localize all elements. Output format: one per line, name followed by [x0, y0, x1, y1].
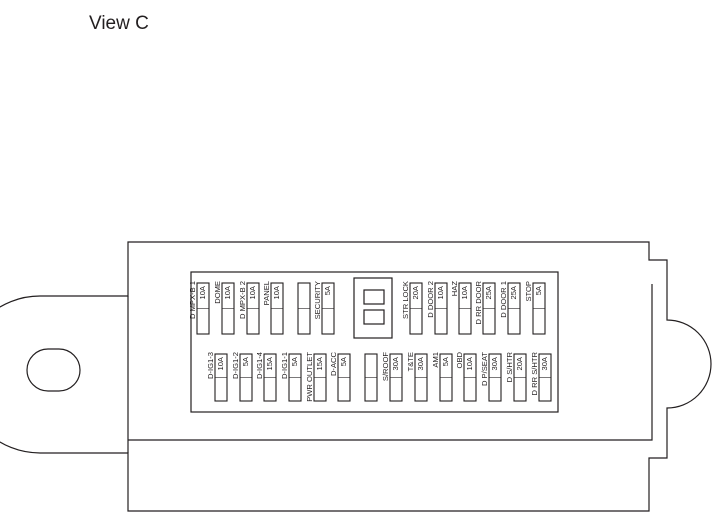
connector-block — [353, 277, 393, 339]
fuse-amp-label: 5A — [290, 356, 299, 366]
fuse-name-label: D-IG1-3 — [206, 352, 215, 379]
fuse-amp-label: 10A — [223, 285, 232, 299]
fuse-name-label: STR LOCK — [401, 281, 410, 319]
fuse-name-label: PANEL — [262, 281, 271, 305]
fuse-amp-label: 30A — [540, 356, 549, 370]
fuse-amp-label: 10A — [248, 285, 257, 299]
fuse-amp-label: 10A — [216, 356, 225, 370]
fuse-name-label: DOME — [213, 281, 222, 304]
fuse-amp-label: 30A — [416, 356, 425, 370]
fuse-amp-label: 30A — [391, 356, 400, 370]
fuse-name-label: D DOOR 2 — [426, 281, 435, 318]
fuse-amp-label: 10A — [460, 285, 469, 299]
housing-inner-line — [127, 284, 653, 453]
fuse-amp-label: 10A — [436, 285, 445, 299]
fuse-amp-label: 20A — [515, 356, 524, 370]
fuse-amp-label: 5A — [339, 356, 348, 366]
fuse-amp-label: 25A — [484, 285, 493, 299]
fuse-box-housing — [0, 241, 712, 512]
connector-slot-lower — [363, 309, 385, 325]
fuse-amp-label: 25A — [509, 285, 518, 299]
fuse-name-label: D-IG1-2 — [231, 352, 240, 379]
view-label: View C — [89, 13, 149, 34]
fuse-name-label: PWR OUTLET — [305, 352, 314, 402]
fuse-name-label: T&TE — [406, 352, 415, 371]
fuse-name-label: HAZ — [450, 281, 459, 297]
fuse-amp-label: 10A — [198, 285, 207, 299]
fuse-amp-label: 5A — [241, 356, 250, 366]
fuse-name-label: S/ROOF — [381, 352, 390, 381]
connector-slot-upper — [363, 289, 385, 305]
fuse-name-label: D P/SEAT — [480, 352, 489, 386]
fuse-amp-label: 15A — [265, 356, 274, 370]
fuse-name-label: D MPX-B 2 — [238, 281, 247, 319]
fuse-name-label: D MPX-B 1 — [188, 281, 197, 319]
fuse-amp-label: 5A — [323, 285, 332, 295]
fuse-panel — [190, 271, 559, 413]
fuse-name-label: D-ACC — [329, 351, 338, 376]
mounting-hole — [26, 348, 81, 392]
fuse-name-label: OBD — [455, 351, 464, 368]
fuse-amp-label: 10A — [465, 356, 474, 370]
fuse-name-label: D DOOR 1 — [499, 281, 508, 318]
fuse-amp-label: 20A — [411, 285, 420, 299]
fuse-name-label: D S/HTR — [505, 351, 514, 382]
fuse-name-label: D RR DOOR — [474, 280, 483, 324]
fuse-amp-label: 30A — [490, 356, 499, 370]
fuse-name-label: D-IG1-1 — [280, 352, 289, 379]
fuse-name-label: SECURITY — [313, 281, 322, 319]
fuse-name-label: AM1 — [431, 352, 440, 368]
fuse-amp-label: 5A — [534, 285, 543, 295]
fuse-name-label: D RR S/HTR — [530, 351, 539, 395]
fuse-amp-label: 10A — [272, 285, 281, 299]
fuse-name-label: STOP — [524, 281, 533, 302]
fuse — [364, 353, 378, 402]
fuse-amp-label: 5A — [441, 356, 450, 366]
fuse-name-label: D-IG1-4 — [255, 352, 264, 379]
fuse-amp-label: 15A — [315, 356, 324, 370]
fuse — [297, 282, 311, 335]
